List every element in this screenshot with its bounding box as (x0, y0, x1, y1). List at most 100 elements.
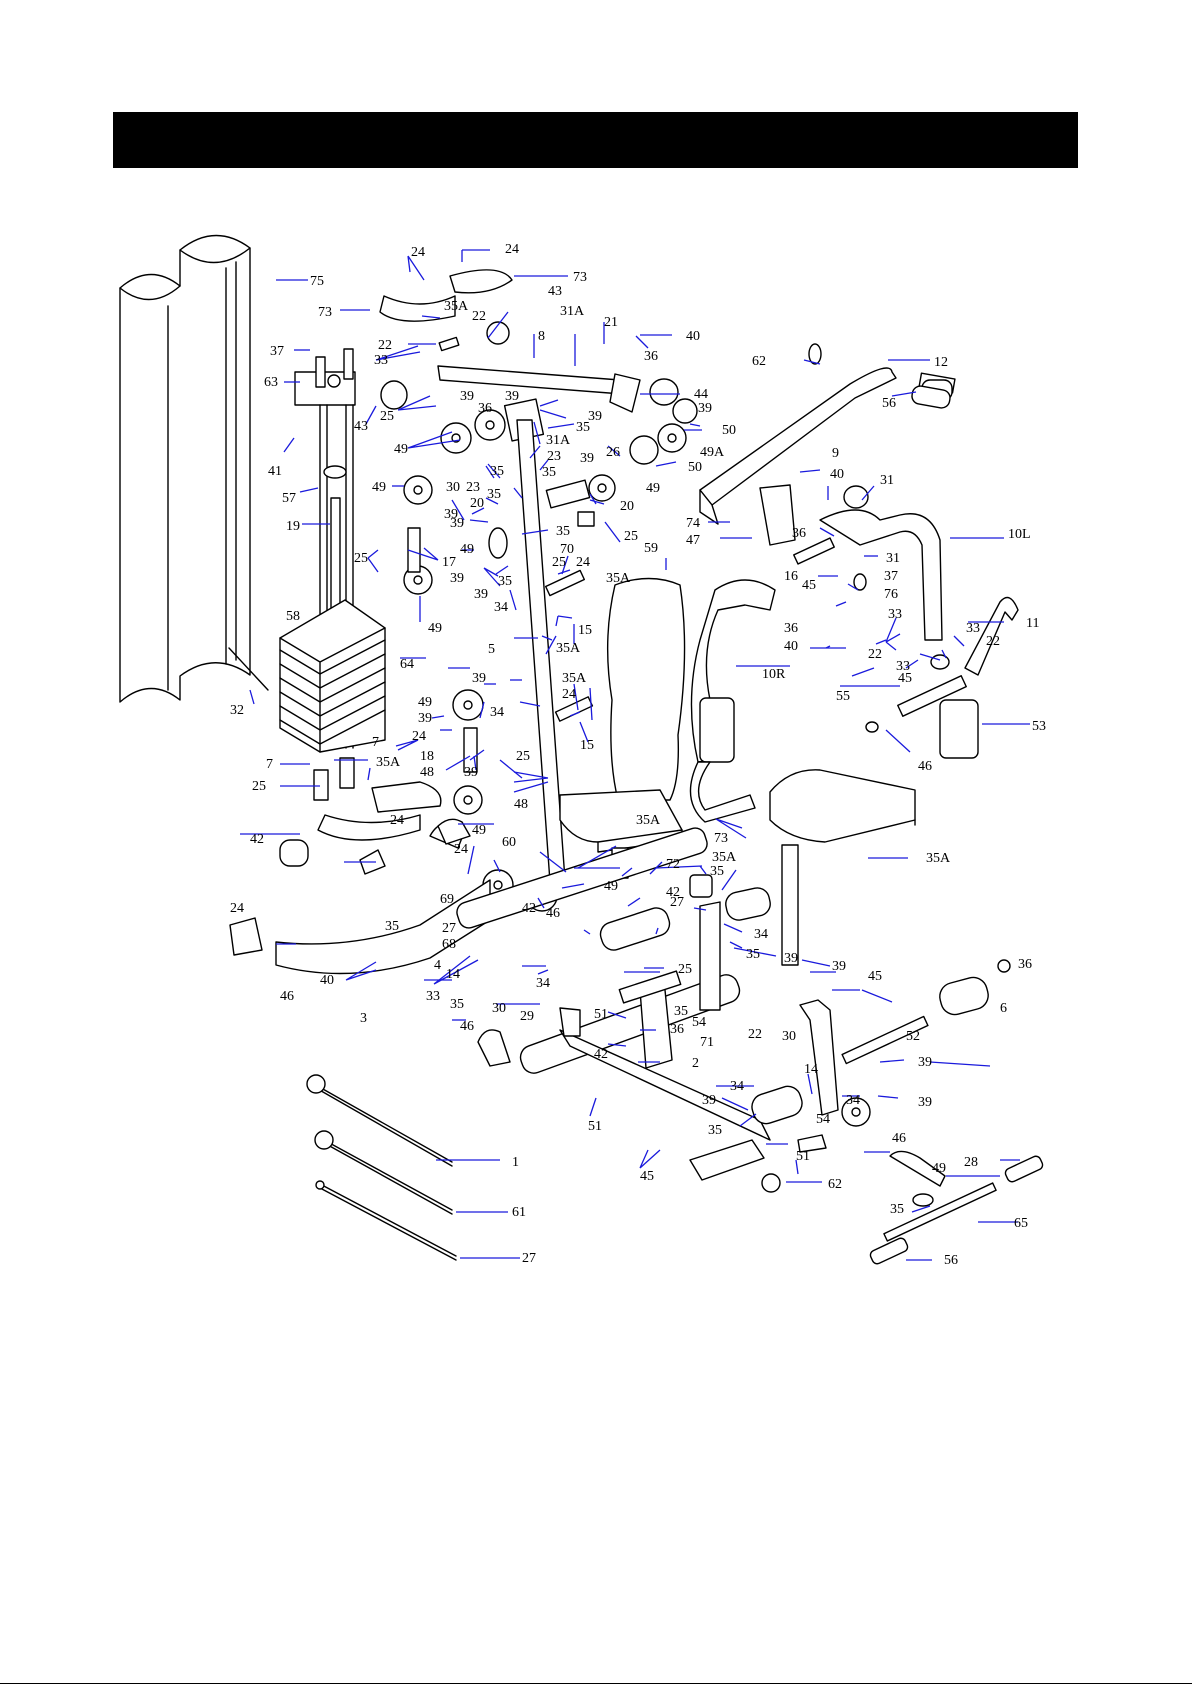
callout-label: 41 (268, 464, 282, 479)
callout-label: 35 (490, 464, 504, 479)
callout-label: 24 (576, 555, 590, 570)
callout-label: 73 (714, 831, 728, 846)
callout-label: 7 (372, 735, 379, 750)
callout-label: 34 (536, 976, 550, 991)
callout-label: 51 (588, 1119, 602, 1134)
callout-label: 20 (620, 499, 634, 514)
callout-label: 24 (505, 242, 519, 257)
leg-rollers (689, 596, 1019, 966)
callout-label: 71 (700, 1035, 714, 1050)
header-bar (113, 112, 1078, 168)
leader-lines (240, 249, 1030, 1261)
callout-label: 39 (472, 671, 486, 686)
callout-label: 33 (896, 659, 910, 674)
callout-label: 9 (832, 446, 839, 461)
callout-label: 23 (466, 480, 480, 495)
callout-label: 70 (560, 542, 574, 557)
callout-label: 2 (692, 1056, 699, 1071)
callout-label: 45 (640, 1169, 654, 1184)
callout-label: 36 (644, 349, 658, 364)
callout-label: 33 (374, 353, 388, 368)
callout-label: 31A (546, 433, 571, 448)
callout-label: 37 (270, 344, 284, 359)
callout-label: 48 (420, 765, 434, 780)
callout-label: 49 (428, 621, 442, 636)
callout-label: 49 (932, 1161, 946, 1176)
callout-label: 19 (286, 519, 300, 534)
callout-label: 39 (918, 1095, 932, 1110)
callout-label: 34 (754, 927, 768, 942)
callout-label: 5 (488, 642, 495, 657)
callout-label: 31 (886, 551, 900, 566)
callout-label: 22 (378, 338, 392, 353)
callout-label: 53 (1032, 719, 1046, 734)
callout-label: 17 (442, 555, 456, 570)
callout-label: 22 (748, 1027, 762, 1042)
callout-label: 8 (538, 329, 545, 344)
lower-pulley-guard (317, 781, 442, 841)
callout-label: 24 (390, 813, 404, 828)
callout-label: 65 (1014, 1216, 1028, 1231)
callout-label: 39 (444, 507, 458, 522)
callout-label: 69 (440, 892, 454, 907)
callout-label: 40 (784, 639, 798, 654)
callout-label: 21 (604, 315, 618, 330)
callout-label: 30 (782, 1029, 796, 1044)
callout-label: 39 (450, 571, 464, 586)
callout-labels: 75 24 24 73 73 35A 22 43 22 33 37 63 8 3… (230, 242, 1046, 1268)
callout-label: 39 (464, 765, 478, 780)
callout-label: 15 (580, 738, 594, 753)
callout-label: 22 (472, 309, 486, 324)
cables (306, 1074, 457, 1261)
callout-label: 49 (418, 695, 432, 710)
weight-tower (228, 348, 386, 801)
callout-label: 35A (636, 813, 661, 828)
callout-label: 60 (502, 835, 516, 850)
callout-label: 39 (580, 451, 594, 466)
callout-label: 35A (926, 851, 951, 866)
callout-label: 37 (884, 569, 898, 584)
callout-label: 39 (588, 409, 602, 424)
callout-label: 36 (784, 621, 798, 636)
callout-label: 74 (686, 516, 700, 531)
callout-label: 46 (280, 989, 294, 1004)
callout-label: 35 (746, 947, 760, 962)
callout-label: 35 (710, 864, 724, 879)
callout-label: 57 (282, 491, 296, 506)
callout-label: 49 (604, 879, 618, 894)
callout-label: 42 (250, 832, 264, 847)
callout-label: 25 (354, 551, 368, 566)
callout-label: 6 (1000, 1001, 1007, 1016)
callout-label: 56 (882, 396, 896, 411)
footer-rule (0, 1683, 1192, 1684)
callout-label: 73 (318, 305, 332, 320)
callout-label: 35A (376, 755, 401, 770)
callout-label: 44 (694, 387, 708, 402)
callout-label: 43 (548, 284, 562, 299)
callout-label: 73 (573, 270, 587, 285)
callout-label: 54 (816, 1112, 830, 1127)
callout-label: 35 (487, 487, 501, 502)
callout-label: 39 (418, 711, 432, 726)
callout-label: 50 (688, 460, 702, 475)
callout-label: 35 (674, 1004, 688, 1019)
callout-label: 39 (698, 401, 712, 416)
callout-label: 35 (450, 997, 464, 1012)
callout-label: 30 (492, 1001, 506, 1016)
callout-label: 58 (286, 609, 300, 624)
callout-label: 22 (868, 647, 882, 662)
callout-label: 32 (230, 703, 244, 718)
callout-label: 61 (512, 1205, 526, 1220)
callout-label: 51 (594, 1007, 608, 1022)
callout-label: 72 (666, 857, 680, 872)
callout-label: 35 (542, 465, 556, 480)
callout-label: 62 (828, 1177, 842, 1192)
callout-label: 39 (832, 959, 846, 974)
callout-label: 59 (644, 541, 658, 556)
callout-label: 23 (547, 449, 561, 464)
callout-label: 42 (522, 901, 536, 916)
callout-label: 31A (560, 304, 585, 319)
callout-label: 64 (400, 657, 414, 672)
callout-label: 39 (460, 389, 474, 404)
callout-label: 39 (450, 516, 464, 531)
